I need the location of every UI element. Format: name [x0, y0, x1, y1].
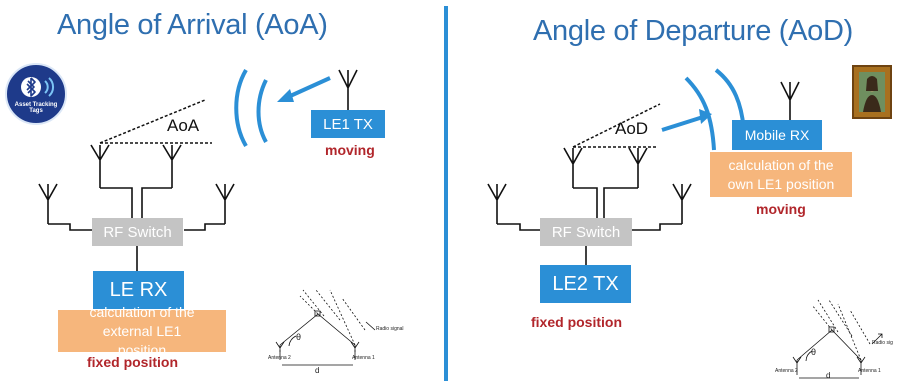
inset-antenna-a-right: Antenna 2 [775, 368, 798, 374]
antenna-icon [672, 183, 692, 224]
le2-tx-box: LE2 TX [540, 265, 631, 303]
signal-wave-icon [234, 68, 248, 148]
aod-fixed-position: fixed position [531, 314, 622, 330]
aoa-title: Angle of Arrival (AoA) [57, 9, 328, 41]
bluetooth-icon [21, 77, 55, 97]
aoa-calc-box: calculation of the external LE1 position [58, 304, 226, 358]
aod-calc-box: calculation of the own LE1 position [710, 152, 852, 197]
picture-frame-icon [852, 65, 892, 119]
rf-switch-box-right: RF Switch [540, 218, 632, 246]
aod-angle-label: AoD [615, 119, 649, 138]
aoa-angle-label: AoA [167, 116, 200, 135]
antenna-icon [338, 69, 358, 110]
panel-divider [444, 6, 448, 381]
antenna-icon [628, 147, 648, 188]
mobile-rx-box: Mobile RX [732, 120, 822, 150]
antenna-icon [38, 183, 58, 224]
inset-signal-label-right: Radio sig [872, 340, 893, 346]
antenna-icon [563, 147, 583, 188]
tx-status-moving: moving [325, 142, 375, 158]
rf-switch-box: RF Switch [92, 218, 183, 246]
antenna-icon [90, 144, 110, 188]
inset-theta: θ [296, 332, 302, 342]
le-rx-box: LE RX [93, 271, 184, 309]
antenna-icon [162, 144, 182, 188]
signal-wave-icon [684, 76, 716, 151]
inset-antenna-b-right: Antenna 1 [858, 368, 881, 374]
aod-diagram [487, 68, 883, 379]
inset-distance: d [315, 366, 320, 375]
aoa-fixed-position: fixed position [87, 354, 178, 370]
antenna-icon [487, 183, 507, 224]
aoa-diagram [38, 68, 376, 366]
inset-antenna-b: Antenna 1 [352, 355, 375, 361]
inset-antenna-a: Antenna 2 [268, 355, 291, 361]
antenna-icon [215, 183, 235, 224]
inset-theta-right: θ [811, 347, 817, 357]
le1-tx-box: LE1 TX [311, 110, 385, 138]
rx-status-moving: moving [756, 201, 806, 217]
antenna-icon [780, 81, 800, 120]
inset-distance-right: d [826, 371, 831, 380]
signal-wave-icon [256, 79, 268, 143]
badge-label: Asset Tracking Tags [14, 102, 58, 114]
aod-title: Angle of Departure (AoD) [533, 15, 854, 47]
asset-tracking-badge [5, 63, 67, 125]
inset-signal-label: Radio signal [376, 326, 404, 332]
